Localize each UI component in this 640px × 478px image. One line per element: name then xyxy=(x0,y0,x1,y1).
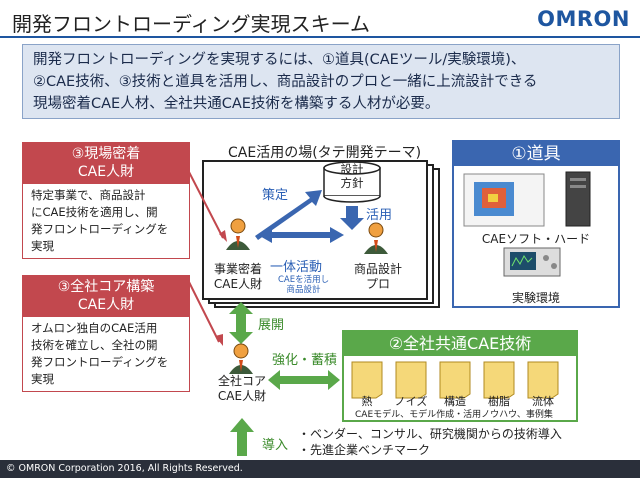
intro-box: 開発フロントローディングを実現するには、①道具(CAEツール/実験環境)、 ②C… xyxy=(22,44,620,119)
doc-icon-fluid xyxy=(527,361,559,399)
onsite-cae-talent-box: ③現場密着 CAE人財 特定事業で、商品設計 にCAE技術を適用し、開 発フロン… xyxy=(22,142,190,259)
doc-icon-noise xyxy=(395,361,427,399)
page-title: 開発フロントローディング実現スキーム xyxy=(12,12,370,36)
core-person-label: 全社コア CAE人財 xyxy=(217,374,267,403)
doc-label-fluid: 流体 xyxy=(532,395,554,408)
intro-line-3: 現場密着CAE人材、全社共通CAE技術を構築する人材が必要。 xyxy=(33,96,440,112)
core-person-icon xyxy=(229,343,253,374)
collab-arrow xyxy=(258,227,344,243)
introduce-label: 導入 xyxy=(262,438,289,453)
onsite-cae-talent-head: ③現場密着 CAE人財 xyxy=(22,142,190,184)
doc-label-structure: 構造 xyxy=(444,395,466,408)
strengthen-arrow xyxy=(268,370,340,390)
cae-field-graphics xyxy=(226,161,388,254)
tools-caption-lab: 実験環境 xyxy=(511,291,560,305)
strategy-label: 策定 xyxy=(262,188,289,203)
use-arrow xyxy=(340,206,364,230)
tools-head: ①道具 xyxy=(454,142,618,166)
omron-logo: OMRON xyxy=(537,7,630,31)
tools-graphics xyxy=(463,171,591,277)
doc-label-noise: ノイズ xyxy=(394,395,428,408)
introduce-arrow xyxy=(230,418,254,456)
design-pro-label: 商品設計 プロ xyxy=(353,262,402,291)
introduce-bullets: ・ベンダー、コンサル、研究機関からの技術導入 ・先進企業ベンチマーク xyxy=(298,427,562,457)
deploy-arrow xyxy=(229,302,253,344)
strengthen-label: 強化・蓄積 xyxy=(272,353,338,368)
cae-field-heading: CAE活用の場(タテ開発テーマ) xyxy=(228,145,422,161)
tech-caption: CAEモデル、モデル作成・活用ノウハウ、事例集 xyxy=(355,410,553,420)
stack-page-front xyxy=(202,160,428,300)
cae-software-screen-icon xyxy=(463,173,545,227)
intro-line-2: ②CAE技術、③技術と道具を活用し、商品設計のプロと一緒に上流設計できる xyxy=(33,74,538,90)
core-cae-talent-box: ③全社コア構築 CAE人財 オムロン独自のCAE活用 技術を確立し、全社の開 発… xyxy=(22,275,190,392)
design-policy-cylinder xyxy=(323,161,381,203)
onsite-person-label: 事業密着 CAE人財 xyxy=(213,262,263,291)
tools-caption-software: CAEソフト・ハード xyxy=(481,232,591,246)
tools-box: ①道具 xyxy=(452,140,620,308)
collab-sublabel: CAEを活用し 商品設計 xyxy=(278,275,330,295)
doc-label-heat: 熱 xyxy=(361,395,373,408)
tech-docs-graphics xyxy=(351,361,559,399)
core-cae-talent-head: ③全社コア構築 CAE人財 xyxy=(22,275,190,317)
doc-icon-heat xyxy=(351,361,383,399)
red-connector-arrows xyxy=(188,171,227,346)
intro-line-1: 開発フロントローディングを実現するには、①道具(CAEツール/実験環境)、 xyxy=(33,52,526,68)
common-cae-tech-head: ②全社共通CAE技術 xyxy=(344,332,576,356)
lab-equipment-icon xyxy=(503,247,561,277)
workstation-icon xyxy=(565,171,591,227)
title-divider xyxy=(0,36,640,38)
copyright-footer: © OMRON Corporation 2016, All Rights Res… xyxy=(0,460,640,478)
design-pro-person-icon xyxy=(364,222,388,254)
cylinder-label: 設計 方針 xyxy=(340,162,364,190)
deploy-label: 展開 xyxy=(258,318,285,333)
core-cae-talent-body: オムロン独自のCAE活用 技術を確立し、全社の開 発フロントローディングを 実現 xyxy=(22,317,190,392)
onsite-person-icon xyxy=(226,218,250,250)
collab-label: 一体活動 xyxy=(270,260,323,275)
doc-label-resin: 樹脂 xyxy=(488,395,510,408)
use-label: 活用 xyxy=(366,208,393,223)
doc-icon-structure xyxy=(439,361,471,399)
doc-icon-resin xyxy=(483,361,515,399)
onsite-cae-talent-body: 特定事業で、商品設計 にCAE技術を適用し、開 発フロントローディングを 実現 xyxy=(22,184,190,259)
